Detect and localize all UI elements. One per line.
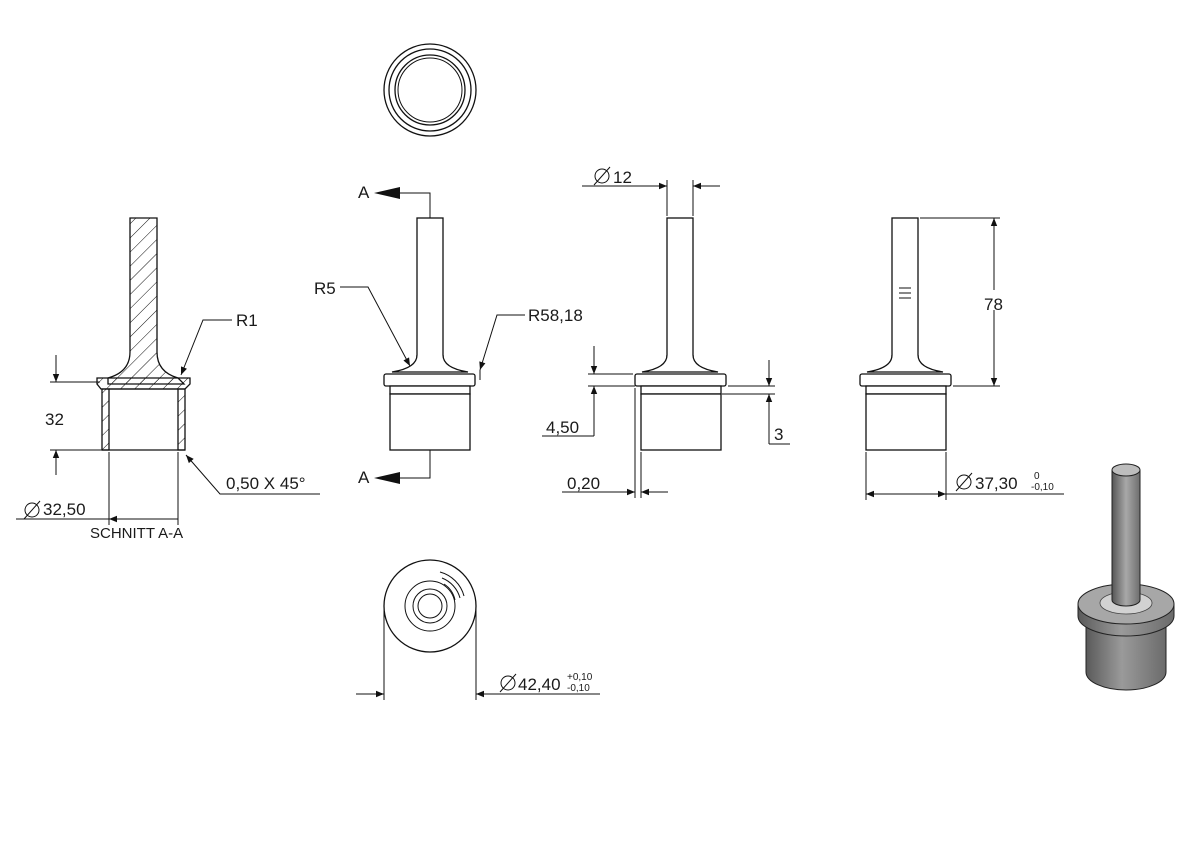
diameter-symbol-icon [23,500,41,520]
section-flange [96,377,191,390]
dim-r5818-label: R58,18 [528,306,583,325]
tol-3730-lower: -0,10 [1031,482,1054,493]
diameter-symbol-icon [593,166,611,186]
bottom-view: 42,40 +0,10 -0,10 [356,559,600,700]
side-view: 12 4,50 3 0,20 [542,166,790,498]
diameter-symbol-icon [499,673,517,693]
dim-dia-4240-label: 42,40 [518,675,561,694]
dim-r5-label: R5 [314,279,336,298]
tol-3730-upper: 0 [1034,471,1040,482]
render-3d-image [1077,463,1175,691]
dim-dia-12-label: 12 [613,168,632,187]
section-view: 32 R1 0,50 X 45° 32,50 SCHNITT A-A [16,217,320,542]
dim-020-label: 0,20 [567,474,600,493]
dim-dia-3730-label: 37,30 [975,474,1018,493]
dim-dia-3250-label: 32,50 [43,500,86,519]
section-pin-hatch [107,217,186,385]
section-mark-bottom: A [358,468,370,487]
tol-4240-lower: -0,10 [567,683,590,694]
tol-4240-upper: +0,10 [567,672,593,683]
front-view: A A R5 R58,18 [314,183,583,487]
dim-r1-label: R1 [236,311,258,330]
dim-450-label: 4,50 [546,418,579,437]
diameter-symbol-icon [955,472,973,492]
section-mark-top: A [358,183,370,202]
section-wall-left [101,388,110,451]
dim-78-label: 78 [984,295,1003,314]
dim-3-label: 3 [774,425,783,444]
dim-chamfer-label: 0,50 X 45° [226,474,306,493]
dim-32-label: 32 [45,410,64,429]
right-view: 78 37,30 0 -0,10 [859,217,1064,500]
section-title: SCHNITT A-A [90,525,183,542]
top-view [383,43,477,137]
section-wall-right [177,388,186,451]
